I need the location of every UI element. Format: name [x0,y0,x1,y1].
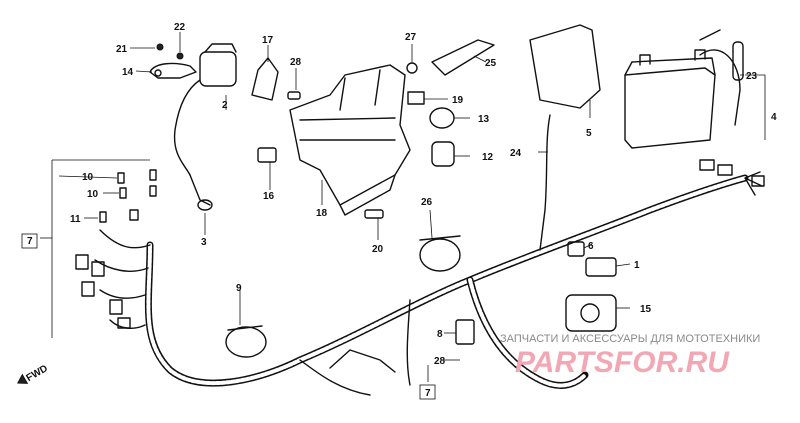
label-8: 8 [437,329,443,340]
label-28-top: 28 [290,57,302,68]
pad-20 [364,209,384,219]
label-9: 9 [236,283,242,294]
label-19: 19 [452,95,464,106]
label-15: 15 [640,304,652,315]
label-21: 21 [116,44,128,55]
breather-tube-23 [732,41,744,81]
strap-26 [419,235,461,272]
ignition-coil [173,43,237,211]
label-12: 12 [482,152,494,163]
label-6: 6 [588,241,594,252]
label-10-b: 10 [87,189,99,200]
battery-band [431,39,495,76]
bulb-sockets [99,169,157,223]
connector-6 [567,241,585,257]
label-7-left: 7 [27,236,33,247]
connector-8 [455,319,475,345]
fwd-label: FWD [25,363,50,384]
buzzer-13 [429,107,455,129]
label-5: 5 [586,128,592,139]
bolt-21 [156,43,164,51]
label-22: 22 [174,22,186,33]
label-23: 23 [746,71,758,82]
leader-lines [40,32,766,382]
label-24: 24 [510,148,522,159]
bracket-17 [251,57,279,101]
clip-28 [287,91,301,100]
label-28-bottom: 28 [434,356,446,367]
arrow-icon [17,373,29,384]
watermark-logo: PARTSFOR.RU [515,346,730,379]
label-26-top: 26 [421,197,433,208]
label-25: 25 [485,58,497,69]
battery-cover [529,24,601,109]
watermark: ЗАПЧАСТИ И АКСЕССУАРЫ ДЛЯ МОТОТЕХНИКИ PA… [500,333,760,379]
label-11: 11 [70,214,81,225]
holder-19 [407,91,425,105]
washer-22 [176,52,184,60]
label-4: 4 [771,112,777,123]
label-18: 18 [316,208,328,219]
box-7-bottom [419,384,436,400]
watermark-tagline: ЗАПЧАСТИ И АКСЕССУАРЫ ДЛЯ МОТОТЕХНИКИ [500,333,760,345]
coil-bracket [149,62,197,79]
label-1: 1 [634,260,640,271]
breather-tube-24 [539,114,551,251]
label-27: 27 [405,32,417,43]
label-14: 14 [122,67,134,78]
label-13: 13 [478,114,490,125]
label-16: 16 [263,191,275,202]
label-2: 2 [222,100,228,111]
box-7-left [21,233,38,249]
label-10-a: 10 [82,172,94,183]
label-17: 17 [262,35,274,46]
strap-9 [225,325,267,358]
label-20: 20 [372,244,384,255]
screw-27 [406,62,418,74]
battery-case [289,64,411,216]
forward-direction-marker: FWD [17,363,50,384]
main-wire-harness [75,159,765,396]
battery [624,29,741,149]
part-labels: 1 2 3 4 5 6 7 7 8 9 10 10 11 12 13 14 15… [21,22,777,400]
connector-1 [585,257,617,277]
ignition-switch [565,294,617,332]
label-7-bottom: 7 [425,388,431,399]
relay-16 [257,147,277,163]
flasher-12 [431,141,455,167]
label-3: 3 [201,237,207,248]
